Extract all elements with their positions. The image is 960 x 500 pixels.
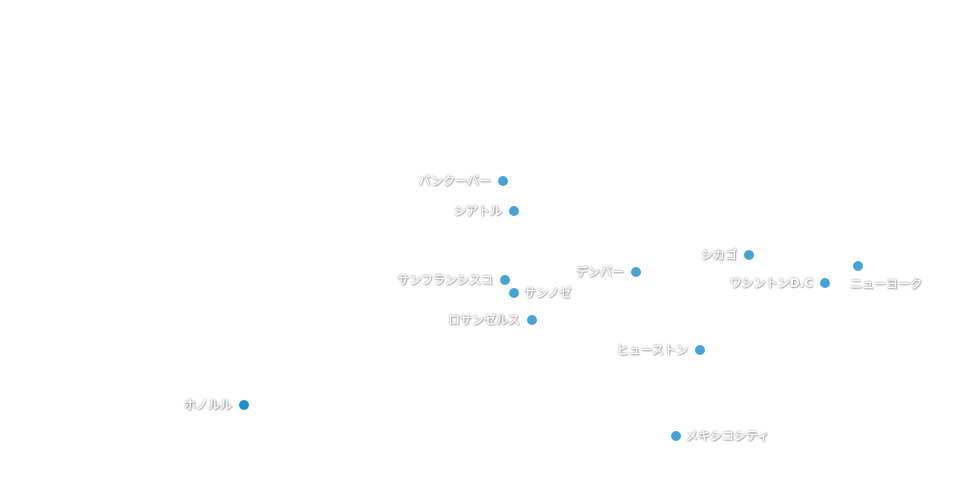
city-dot[interactable] bbox=[671, 431, 681, 441]
city-dot[interactable] bbox=[239, 400, 249, 410]
city-label: ロサンゼルス bbox=[447, 313, 520, 327]
city-label: サンフランシスコ bbox=[397, 273, 493, 287]
city-label: シアトル bbox=[453, 204, 502, 218]
city-dot[interactable] bbox=[820, 278, 830, 288]
city-label: シカゴ bbox=[700, 248, 737, 262]
city-dot[interactable] bbox=[527, 315, 537, 325]
city-label: ホノルル bbox=[183, 398, 232, 412]
city-dot[interactable] bbox=[500, 275, 510, 285]
city-label: サンノゼ bbox=[524, 286, 572, 300]
city-label: ヒューストン bbox=[616, 343, 688, 357]
city-dot[interactable] bbox=[498, 176, 508, 186]
city-dot[interactable] bbox=[509, 288, 519, 298]
city-dot[interactable] bbox=[853, 261, 863, 271]
city-label: デンバー bbox=[575, 265, 624, 279]
city-label: バンクーバー bbox=[418, 174, 491, 188]
city-dot[interactable] bbox=[509, 206, 519, 216]
city-dot[interactable] bbox=[695, 345, 705, 355]
city-label: メキシコシティ bbox=[686, 429, 770, 443]
city-label: ワシントンD.C bbox=[729, 276, 813, 290]
city-label: ニューヨーク bbox=[850, 277, 923, 291]
city-dot[interactable] bbox=[631, 267, 641, 277]
city-dot[interactable] bbox=[744, 250, 754, 260]
